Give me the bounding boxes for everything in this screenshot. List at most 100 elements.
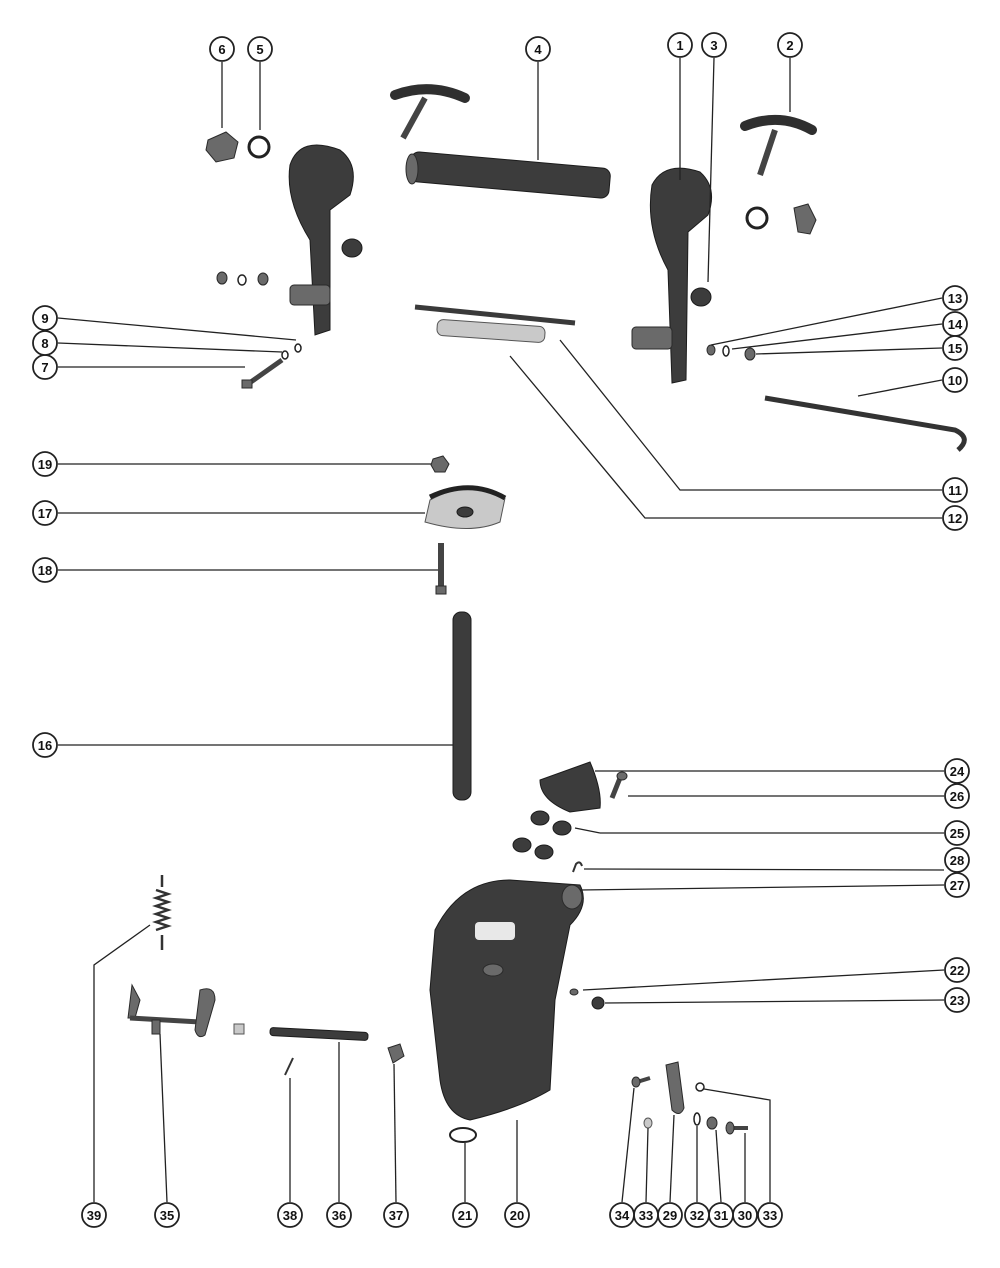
callout-27: 27 xyxy=(944,872,970,898)
part-10-lever xyxy=(764,395,967,452)
callout-6: 6 xyxy=(209,36,235,62)
svg-text:18: 18 xyxy=(38,563,52,578)
svg-text:34: 34 xyxy=(615,1208,630,1223)
svg-text:8: 8 xyxy=(41,336,48,351)
svg-text:28: 28 xyxy=(950,853,964,868)
svg-text:17: 17 xyxy=(38,506,52,521)
svg-text:27: 27 xyxy=(950,878,964,893)
part-washer-left xyxy=(341,238,363,258)
part-clamp-bracket-left xyxy=(288,144,354,336)
part-7-bolt xyxy=(241,357,284,389)
part-26-screw xyxy=(609,771,628,799)
part-36-pin xyxy=(269,1027,369,1041)
svg-text:33: 33 xyxy=(639,1208,653,1223)
svg-text:35: 35 xyxy=(160,1208,174,1223)
part-31-nut xyxy=(706,1116,718,1130)
callout-33-left: 33 xyxy=(633,1202,659,1228)
part-11-rod xyxy=(414,304,576,326)
svg-text:30: 30 xyxy=(738,1208,752,1223)
callout-9: 9 xyxy=(32,305,58,331)
svg-text:10: 10 xyxy=(948,373,962,388)
callout-18: 18 xyxy=(32,557,58,583)
svg-text:38: 38 xyxy=(283,1208,297,1223)
svg-text:31: 31 xyxy=(714,1208,728,1223)
svg-text:32: 32 xyxy=(690,1208,704,1223)
callout-23: 23 xyxy=(944,987,970,1013)
callout-14: 14 xyxy=(942,311,968,337)
callout-20: 20 xyxy=(504,1202,530,1228)
part-29-latch xyxy=(665,1061,685,1114)
callout-34: 34 xyxy=(609,1202,635,1228)
callout-16: 16 xyxy=(32,732,58,758)
callout-10: 10 xyxy=(942,367,968,393)
svg-text:9: 9 xyxy=(41,311,48,326)
part-spacer xyxy=(233,1023,245,1035)
part-25-bushings xyxy=(512,810,572,860)
callout-7: 7 xyxy=(32,354,58,380)
part-20-swivel-housing xyxy=(429,879,584,1121)
part-38-cotter xyxy=(284,1057,294,1076)
callout-2: 2 xyxy=(777,32,803,58)
svg-text:39: 39 xyxy=(87,1208,101,1223)
svg-text:29: 29 xyxy=(663,1208,677,1223)
part-4-tube xyxy=(405,151,611,199)
svg-text:2: 2 xyxy=(786,38,793,53)
callout-33-right: 33 xyxy=(757,1202,783,1228)
svg-text:26: 26 xyxy=(950,789,964,804)
callout-30: 30 xyxy=(732,1202,758,1228)
callout-21: 21 xyxy=(452,1202,478,1228)
part-21-oring xyxy=(449,1127,477,1143)
svg-text:37: 37 xyxy=(389,1208,403,1223)
leader-lines xyxy=(57,57,945,1203)
svg-text:21: 21 xyxy=(458,1208,472,1223)
part-28-pin xyxy=(572,861,583,873)
part-33-washer-left xyxy=(643,1117,653,1129)
callout-12: 12 xyxy=(942,505,968,531)
part-22-fitting xyxy=(569,988,579,996)
part-3-washer xyxy=(690,287,712,307)
svg-text:11: 11 xyxy=(948,483,962,498)
callout-11: 11 xyxy=(942,477,968,503)
callout-22: 22 xyxy=(944,957,970,983)
part-6-nut xyxy=(205,131,239,163)
callout-3: 3 xyxy=(701,32,727,58)
part-39-spring xyxy=(152,875,172,950)
callout-24: 24 xyxy=(944,758,970,784)
part-15-nut xyxy=(744,347,756,361)
callout-31: 31 xyxy=(708,1202,734,1228)
part-nut-right xyxy=(793,203,817,235)
svg-text:12: 12 xyxy=(948,511,962,526)
part-2-clamp-screw-right xyxy=(740,114,817,176)
svg-text:4: 4 xyxy=(534,42,542,57)
part-19-nut xyxy=(430,455,450,473)
svg-text:13: 13 xyxy=(948,291,962,306)
part-35-tilt-lock xyxy=(127,983,216,1038)
callout-25: 25 xyxy=(944,820,970,846)
svg-text:15: 15 xyxy=(948,341,962,356)
part-13-washer xyxy=(706,344,716,356)
part-23-plug xyxy=(591,996,605,1010)
svg-text:36: 36 xyxy=(332,1208,346,1223)
part-18-bolt xyxy=(435,543,447,595)
svg-text:24: 24 xyxy=(950,764,965,779)
callout-19: 19 xyxy=(32,451,58,477)
callout-26: 26 xyxy=(944,783,970,809)
svg-text:20: 20 xyxy=(510,1208,524,1223)
svg-text:23: 23 xyxy=(950,993,964,1008)
part-24-plate xyxy=(539,761,601,813)
svg-text:16: 16 xyxy=(38,738,52,753)
part-32-ring xyxy=(693,1112,701,1126)
callout-8: 8 xyxy=(32,330,58,356)
callout-37: 37 xyxy=(383,1202,409,1228)
svg-text:33: 33 xyxy=(763,1208,777,1223)
svg-text:22: 22 xyxy=(950,963,964,978)
part-9-lockwasher xyxy=(294,343,302,353)
part-30-bolt xyxy=(725,1121,748,1135)
callout-13: 13 xyxy=(942,285,968,311)
svg-text:19: 19 xyxy=(38,457,52,472)
callout-29: 29 xyxy=(657,1202,683,1228)
callout-17: 17 xyxy=(32,500,58,526)
callout-35: 35 xyxy=(154,1202,180,1228)
part-17-plate xyxy=(424,485,507,529)
